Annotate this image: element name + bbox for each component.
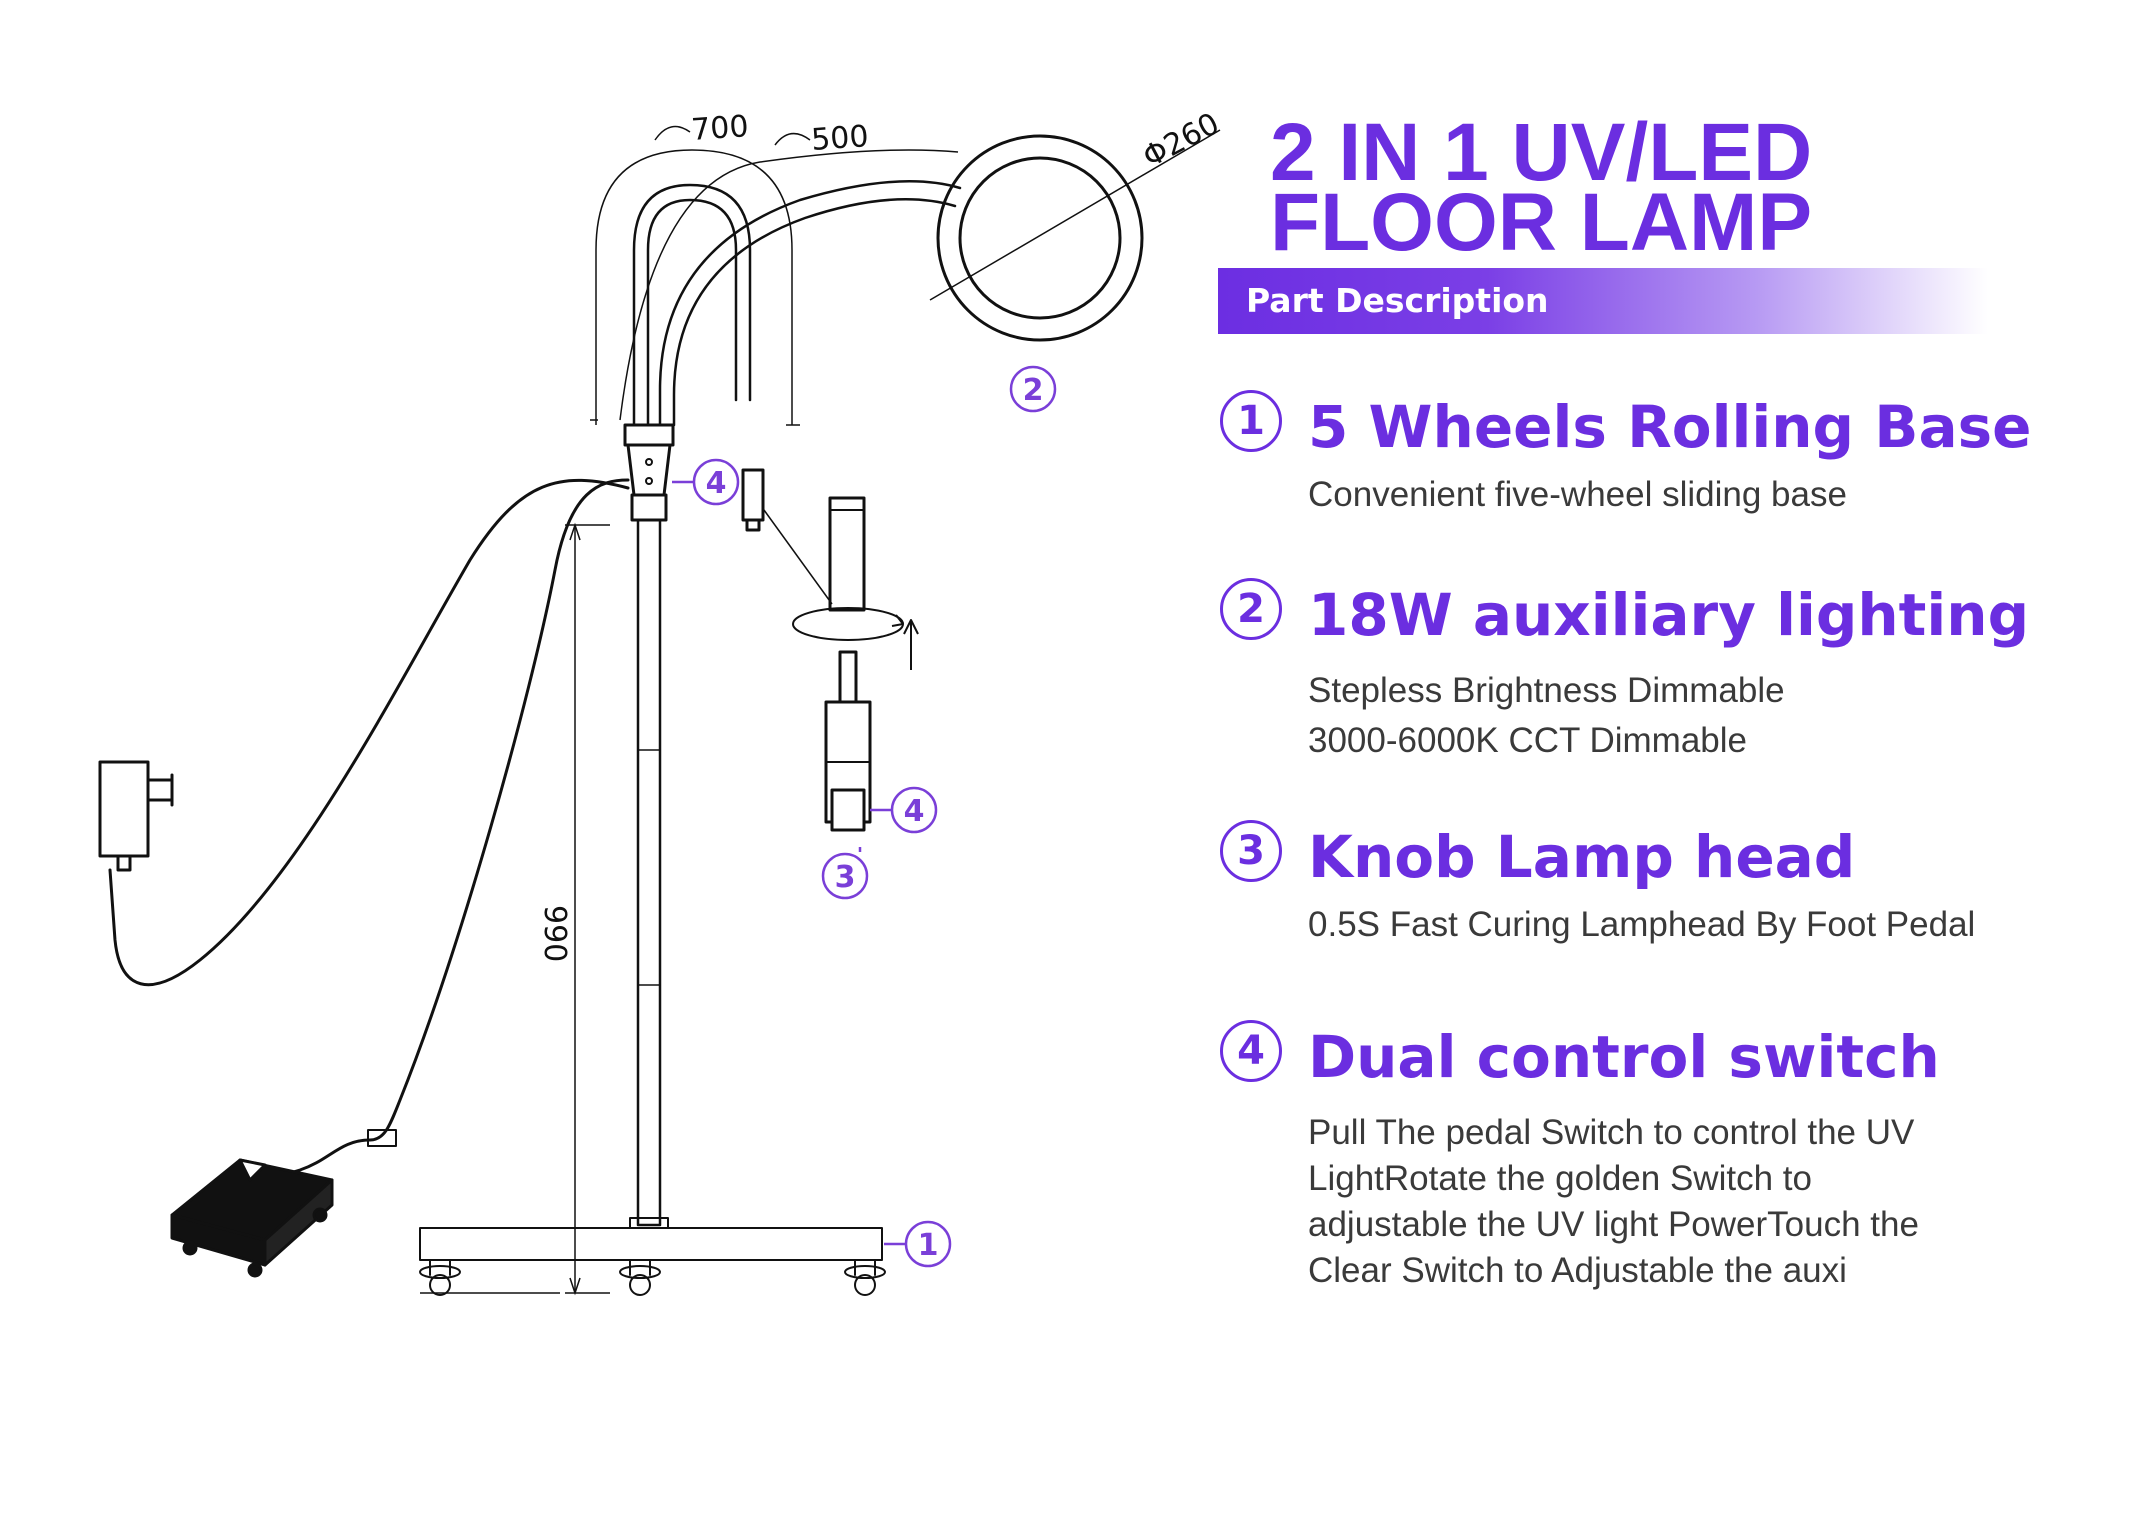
part-title: Dual control switch	[1308, 1023, 1940, 1091]
part-description: Convenient five-wheel sliding base	[1308, 472, 1988, 518]
power-cable	[108, 478, 630, 987]
title-line-2: FLOOR LAMP	[1270, 177, 1813, 268]
banner-label: Part Description	[1246, 281, 1549, 320]
callout-3: 3	[835, 860, 856, 895]
section-banner: Part Description	[1218, 268, 1988, 334]
diagram-callouts	[672, 365, 1057, 1268]
callout-4a: 4	[706, 466, 727, 501]
part-number-badge: 1	[1220, 390, 1282, 452]
part-description-line: Pull The pedal Switch to control the UV …	[1308, 1113, 1919, 1290]
junction-block	[626, 443, 672, 497]
ring-light	[936, 134, 1144, 342]
part-number-badge: 2	[1220, 578, 1282, 640]
callout-1: 1	[918, 1228, 939, 1263]
part-description: Stepless Brightness Dimmable 3000-6000K …	[1308, 666, 1988, 766]
dim-700-label: 700	[690, 109, 750, 148]
part-description: 0.5S Fast Curing Lamphead By Foot Pedal	[1308, 902, 1988, 948]
part-number-badge: 3	[1220, 820, 1282, 882]
dim-500-label: 500	[810, 119, 870, 158]
part-title: 5 Wheels Rolling Base	[1308, 393, 2032, 461]
part-description-line: Convenient five-wheel sliding base	[1308, 475, 1847, 514]
dim-height-label: 990	[537, 905, 572, 962]
part-description-line: 3000-6000K CCT Dimmable	[1308, 721, 1748, 760]
callout-4b: 4	[904, 794, 925, 829]
foot-pedal	[170, 1158, 334, 1278]
power-adapter	[98, 760, 150, 858]
part-number-badge: 4	[1220, 1020, 1282, 1082]
page-title: 2 IN 1 UV/LED FLOOR LAMP	[1270, 107, 2070, 268]
lamp-diagram: 700 500 Φ260 990 1 2 3 4 4	[98, 106, 1225, 1296]
part-description-line: Stepless Brightness Dimmable	[1308, 671, 1785, 710]
uv-lamp-head	[741, 468, 765, 522]
part-title: Knob Lamp head	[1308, 823, 1856, 891]
gooseneck-left	[632, 183, 752, 427]
caster-wheels	[419, 1259, 886, 1296]
part-description-line: 0.5S Fast Curing Lamphead By Foot Pedal	[1308, 905, 1976, 944]
part-description: Pull The pedal Switch to control the UV …	[1308, 1110, 1958, 1294]
gooseneck-right	[658, 180, 962, 427]
dim-ring-label: Φ260	[1137, 106, 1225, 175]
lamp-pole	[636, 518, 662, 1227]
lamp-head-cap	[828, 496, 866, 612]
rolling-base	[419, 1227, 883, 1261]
callout-2: 2	[1023, 373, 1044, 408]
part-title: 18W auxiliary lighting	[1308, 581, 2030, 649]
title-line-1: 2 IN 1 UV/LED	[1270, 107, 1813, 198]
